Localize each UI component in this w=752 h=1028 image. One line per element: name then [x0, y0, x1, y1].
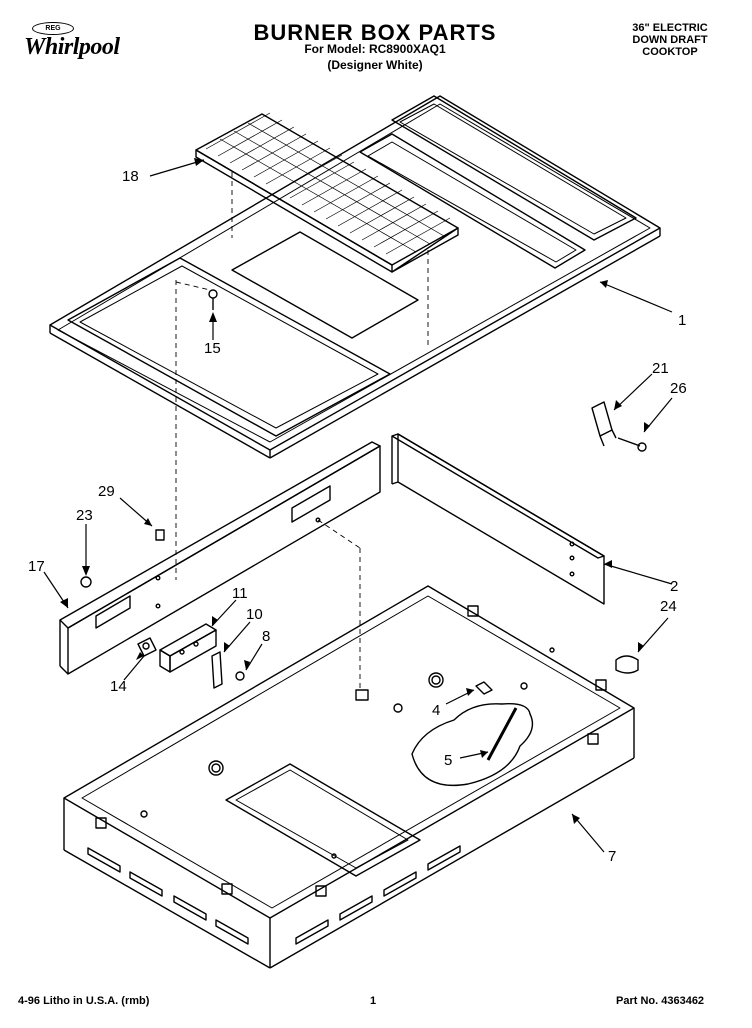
footer-page-number: 1 — [370, 995, 377, 1007]
callout-1: 1 — [678, 312, 687, 329]
model-line: For Model: RC8900XAQ1 — [304, 42, 446, 56]
product-line: COOKTOP — [642, 46, 698, 58]
screw-26 — [617, 437, 647, 452]
whirlpool-logo: REG Whirlpool — [18, 22, 158, 74]
screw-15 — [208, 289, 218, 310]
terminal-block — [159, 623, 217, 673]
callout-26: 26 — [670, 380, 687, 397]
brand-name: Whirlpool — [24, 34, 120, 60]
insulation-pad — [411, 703, 534, 786]
callout-23: 23 — [76, 507, 93, 524]
page-title: BURNER BOX PARTS — [253, 20, 497, 45]
callout-5: 5 — [444, 752, 453, 769]
callout-21: 21 — [652, 360, 669, 377]
callout-11: 11 — [232, 585, 248, 602]
callout-17: 17 — [28, 558, 45, 575]
side-panel-left — [59, 441, 381, 675]
screw-4 — [475, 681, 528, 695]
screw-8 — [235, 671, 245, 681]
callout-10: 10 — [246, 606, 263, 623]
bracket-10 — [211, 651, 223, 689]
callout-29: 29 — [98, 483, 115, 500]
callout-15: 15 — [204, 340, 221, 357]
callout-8: 8 — [262, 628, 271, 645]
vent-grille — [195, 112, 459, 273]
clip-24 — [615, 655, 639, 674]
callout-24: 24 — [660, 598, 677, 615]
callout-14: 14 — [110, 678, 127, 695]
footer-litho: 4-96 Litho in U.S.A. (rmb) — [18, 995, 150, 1007]
product-line: 36" ELECTRIC — [632, 22, 708, 34]
callout-4: 4 — [432, 702, 441, 719]
callout-18: 18 — [122, 168, 139, 185]
nut-29 — [155, 529, 165, 541]
color-line: (Designer White) — [327, 58, 423, 72]
callout-2: 2 — [670, 578, 679, 595]
nut-23 — [80, 576, 92, 588]
callout-7: 7 — [608, 848, 617, 865]
screw-box — [355, 689, 403, 713]
product-line: DOWN DRAFT — [632, 34, 708, 46]
side-panel-right — [391, 433, 605, 605]
clip-14 — [137, 637, 157, 657]
bracket-21 — [591, 401, 617, 447]
product-description: 36" ELECTRIC DOWN DRAFT COOKTOP — [600, 22, 740, 58]
burner-box — [63, 585, 635, 969]
logo-badge: REG — [32, 22, 74, 35]
cooktop-frame — [49, 95, 661, 459]
footer-part-number: Part No. 4363462 — [616, 995, 705, 1007]
